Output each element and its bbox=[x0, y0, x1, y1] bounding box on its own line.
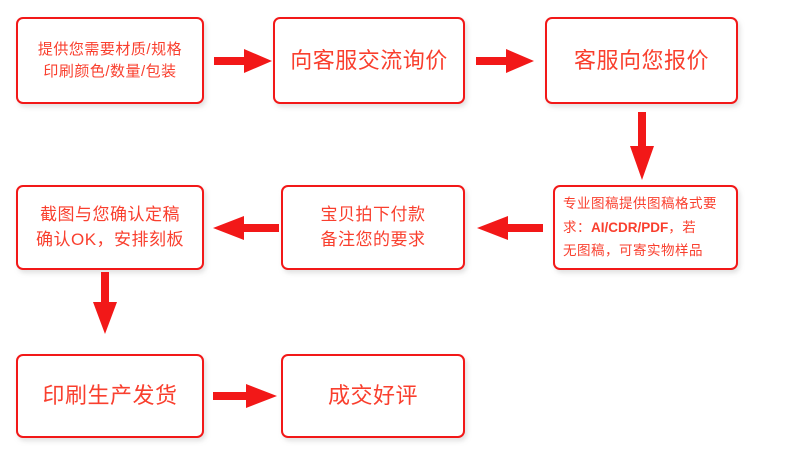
arrow-left-step5-to-step6 bbox=[213, 215, 279, 241]
node-line-2: 求：AI/CDR/PDF，若 bbox=[563, 219, 697, 235]
step-deal-and-review[interactable]: 成交好评 bbox=[281, 354, 465, 438]
node-line: 截图与您确认定稿 bbox=[40, 204, 180, 224]
node-line-1: 专业图稿提供图稿格式要 bbox=[563, 196, 717, 212]
node-line: 备注您的要求 bbox=[320, 229, 426, 249]
node-line: 印刷生产发货 bbox=[42, 383, 178, 409]
node-line: 成交好评 bbox=[327, 383, 418, 409]
node-line-3: 无图稿，可寄实物样品 bbox=[563, 243, 703, 259]
node-line: 宝贝拍下付款 bbox=[320, 204, 426, 224]
step-print-and-ship[interactable]: 印刷生产发货 bbox=[16, 354, 204, 438]
arrow-right-step1-to-step2 bbox=[214, 48, 272, 74]
step-artwork-format[interactable]: 专业图稿提供图稿格式要 求：AI/CDR/PDF，若 无图稿，可寄实物样品 bbox=[553, 185, 738, 270]
node-line: 客服向您报价 bbox=[573, 47, 709, 73]
node-line: 向客服交流询价 bbox=[290, 47, 448, 73]
arrow-down-step3-to-step4 bbox=[629, 112, 655, 180]
node-line: 提供您需要材质/规格 bbox=[37, 40, 183, 58]
step-confirm-proof[interactable]: 截图与您确认定稿 确认OK，安排刻板 bbox=[16, 185, 204, 270]
arrow-right-step2-to-step3 bbox=[476, 48, 534, 74]
step-contact-service[interactable]: 向客服交流询价 bbox=[273, 17, 465, 104]
node-line: 确认OK，安排刻板 bbox=[35, 229, 185, 249]
arrow-right-step7-to-step8 bbox=[213, 383, 277, 409]
node-line: 印刷颜色/数量/包装 bbox=[43, 62, 177, 80]
step-service-quote[interactable]: 客服向您报价 bbox=[545, 17, 738, 104]
step-order-and-pay[interactable]: 宝贝拍下付款 备注您的要求 bbox=[281, 185, 465, 270]
arrow-down-step6-to-step7 bbox=[92, 272, 118, 334]
step-provide-requirements[interactable]: 提供您需要材质/规格 印刷颜色/数量/包装 bbox=[16, 17, 204, 104]
arrow-left-step4-to-step5 bbox=[477, 215, 543, 241]
